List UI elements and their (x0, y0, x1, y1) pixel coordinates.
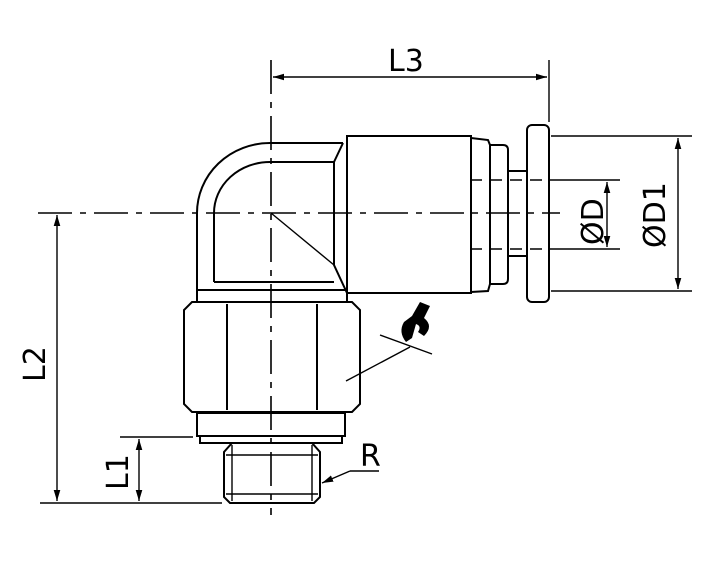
dimension-l2: L2 (18, 215, 222, 504)
male-thread (223, 442, 321, 504)
label-l2: L2 (18, 346, 53, 382)
label-d: ØD (576, 198, 611, 245)
dimension-l1: L1 (101, 436, 193, 501)
dimension-r: R (321, 439, 381, 484)
label-l1: L1 (101, 454, 136, 490)
dimension-d1: ØD1 (551, 135, 692, 292)
push-in-body (346, 124, 560, 303)
hex-nut (183, 290, 361, 444)
label-r: R (360, 439, 381, 474)
label-l3: L3 (388, 44, 424, 79)
dimension-l3: L3 (273, 44, 550, 122)
elbow-body (196, 142, 348, 300)
label-d1: ØD1 (638, 182, 673, 248)
wrench-icon (345, 302, 433, 382)
dimension-d: ØD (560, 179, 620, 250)
